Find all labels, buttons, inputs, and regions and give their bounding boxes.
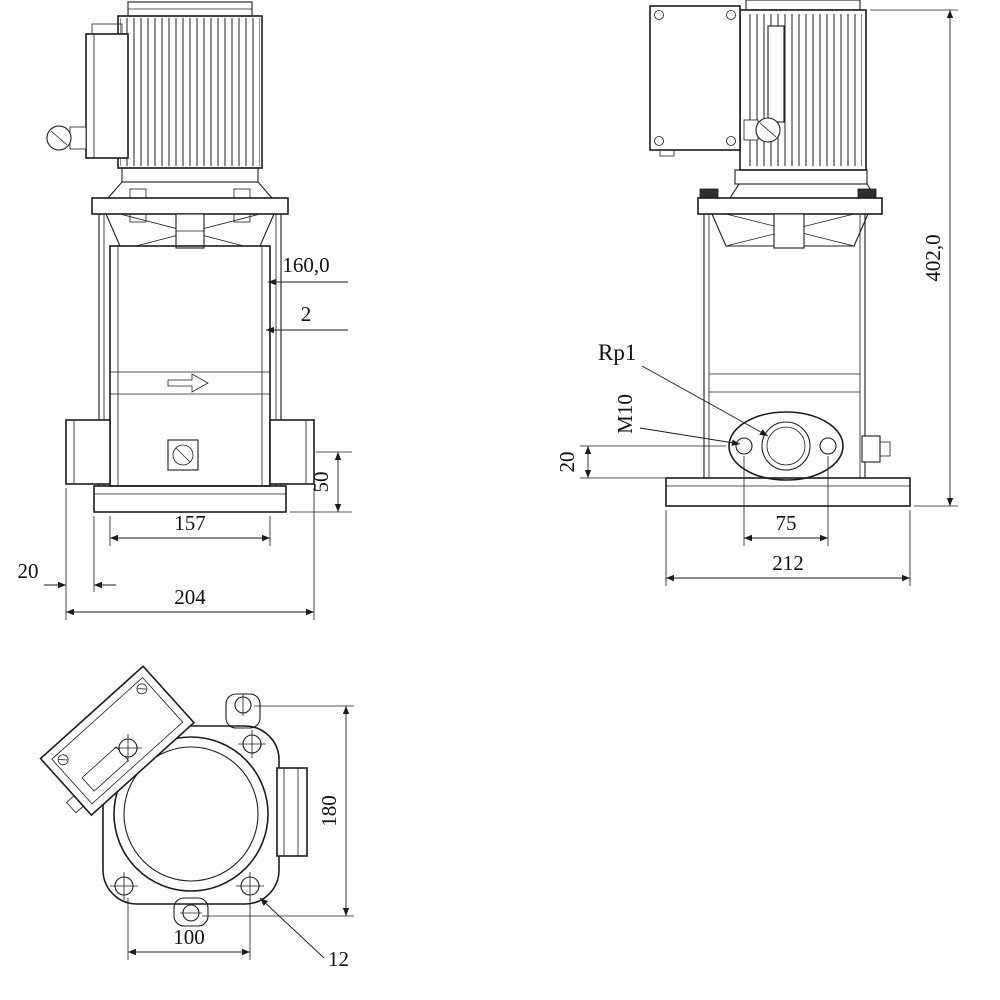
port-flange-top (276, 767, 308, 857)
cable-gland-side (743, 117, 781, 143)
terminal-box-top (39, 665, 196, 817)
front-dimensions: 160,0 2 50 157 20 204 (18, 253, 352, 620)
top-dimensions: 180 100 12 (127, 705, 354, 971)
dim-front-port-height: 50 (309, 472, 333, 493)
side-dimensions: 402,0 Rp1 M10 20 75 212 (555, 9, 958, 586)
dim-top-flange-depth: 180 (317, 795, 341, 827)
front-view: 160,0 2 50 157 20 204 (18, 1, 352, 620)
dim-side-overall-height: 402,0 (921, 234, 945, 281)
top-view: 180 100 12 (39, 665, 354, 971)
base-front (93, 485, 287, 513)
dim-side-bolt-spacing: 75 (776, 511, 797, 535)
terminal-box-side (649, 5, 741, 157)
label-bolt-thread: M10 (613, 394, 637, 434)
motor-side (734, 0, 868, 185)
dim-front-edge-offset: 20 (18, 559, 39, 583)
dim-front-overall-width: 204 (174, 585, 206, 609)
side-view: 402,0 Rp1 M10 20 75 212 (555, 0, 958, 586)
junction-box-front (85, 23, 129, 159)
dim-top-bolt-spacing: 100 (173, 925, 205, 949)
port-flange-side (728, 411, 891, 481)
dim-front-gap: 2 (301, 302, 312, 326)
bolt-holes-top (110, 694, 266, 922)
dim-side-base-width: 212 (772, 551, 804, 575)
flow-arrow-icon (167, 373, 209, 393)
lantern-front (91, 181, 289, 249)
side-ports-front (65, 419, 315, 485)
motor-front (117, 1, 263, 183)
tie-rods-side (703, 214, 866, 478)
lantern-side (697, 183, 883, 249)
label-port-thread: Rp1 (598, 340, 636, 365)
cable-gland-front (46, 125, 87, 151)
dim-top-corner-detail: 12 (328, 947, 349, 971)
dim-front-casing-width: 157 (174, 511, 206, 535)
base-side (665, 477, 911, 507)
dim-side-port-to-base: 20 (555, 452, 579, 473)
dim-front-top-width: 160,0 (282, 253, 329, 277)
